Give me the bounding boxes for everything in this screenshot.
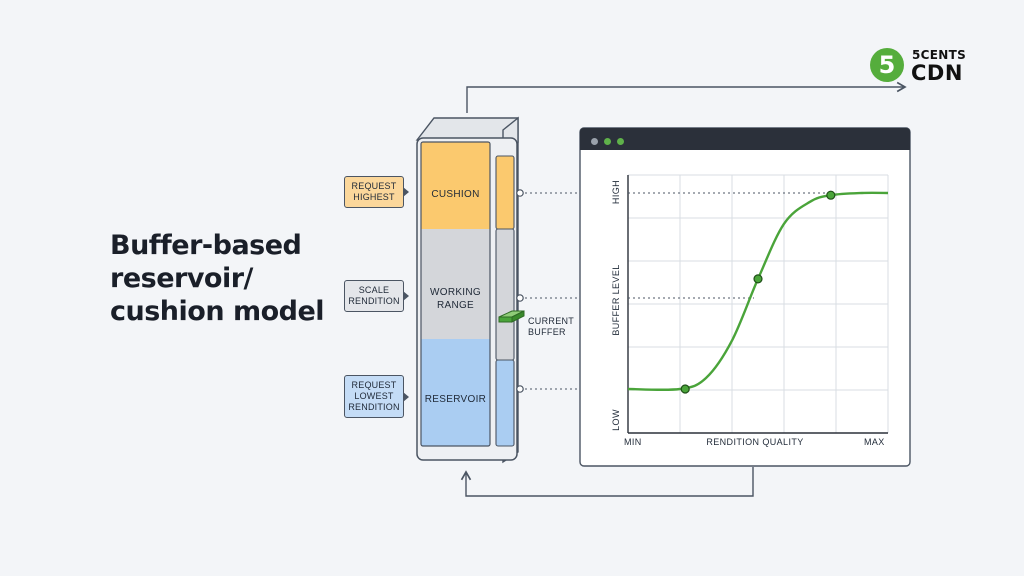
title-line-1: Buffer-based — [110, 230, 302, 261]
window-dot-2[interactable] — [604, 138, 611, 145]
buffer-column — [415, 116, 519, 464]
tag-scale-line1: SCALE — [358, 285, 390, 295]
x-min-label: MIN — [624, 437, 642, 447]
logo-mark: 5 — [870, 48, 904, 82]
window-dot-3[interactable] — [617, 138, 624, 145]
connector-high-dot — [516, 189, 524, 197]
cushion-label: CUSHION — [431, 189, 480, 200]
brand-logo: 5 5CENTS CDN — [868, 44, 988, 90]
y-axis-label: BUFFER LEVEL — [611, 264, 621, 336]
tag-low-line3: RENDITION — [348, 402, 400, 412]
request-highest-tag: REQUEST HIGHEST — [344, 176, 409, 208]
feedback-arrow-top — [466, 81, 907, 113]
working-range-label: WORKING RANGE — [421, 286, 490, 312]
logo-text-top: 5CENTS — [912, 48, 967, 62]
title-line-2: reservoir/ — [110, 262, 253, 294]
y-high-label: HIGH — [611, 179, 621, 205]
tag-high-line1: REQUEST — [351, 181, 397, 191]
window-dot-1[interactable] — [591, 138, 598, 145]
chart-grid — [628, 174, 889, 433]
tag-low-line2: LOWEST — [354, 391, 394, 401]
series-line — [627, 191, 889, 392]
tag-low-line1: REQUEST — [351, 380, 397, 390]
reservoir-label: RESERVOIR — [424, 394, 487, 405]
working-range-line1: WORKING — [430, 287, 481, 298]
chart-window — [579, 127, 911, 467]
working-range-zone — [421, 229, 490, 339]
connector-low-dot — [516, 385, 524, 393]
tag-scale-line2: RENDITION — [348, 296, 400, 306]
cushion-zone — [421, 142, 490, 229]
request-lowest-tag: REQUEST LOWEST RENDITION — [344, 375, 409, 418]
series-markers — [680, 190, 836, 394]
logo-text-bottom: CDN — [911, 61, 963, 85]
y-low-label: LOW — [611, 409, 621, 431]
tag-high-line2: HIGHEST — [353, 192, 395, 202]
reservoir-side — [495, 359, 515, 447]
connector-mid-dot — [516, 294, 524, 302]
current-buffer-line1: CURRENT — [528, 316, 575, 326]
reservoir-zone — [421, 339, 490, 446]
x-axis-label: RENDITION QUALITY — [706, 437, 804, 447]
current-buffer-marker — [498, 310, 525, 323]
series-marker-point — [680, 384, 690, 394]
scale-rendition-tag: SCALE RENDITION — [344, 280, 409, 312]
current-buffer-label: CURRENT BUFFER — [528, 316, 574, 338]
working-range-line2: RANGE — [436, 300, 475, 311]
current-buffer-line2: BUFFER — [528, 327, 566, 337]
feedback-arrow-bottom — [460, 467, 754, 497]
series-marker-point — [826, 190, 836, 200]
page-title: Buffer-based reservoir/ cushion model — [110, 230, 350, 329]
working-side — [495, 228, 515, 361]
x-max-label: MAX — [864, 437, 885, 447]
cushion-side — [495, 155, 515, 230]
series-marker-point — [753, 274, 763, 284]
title-line-3: cushion model — [110, 295, 325, 327]
